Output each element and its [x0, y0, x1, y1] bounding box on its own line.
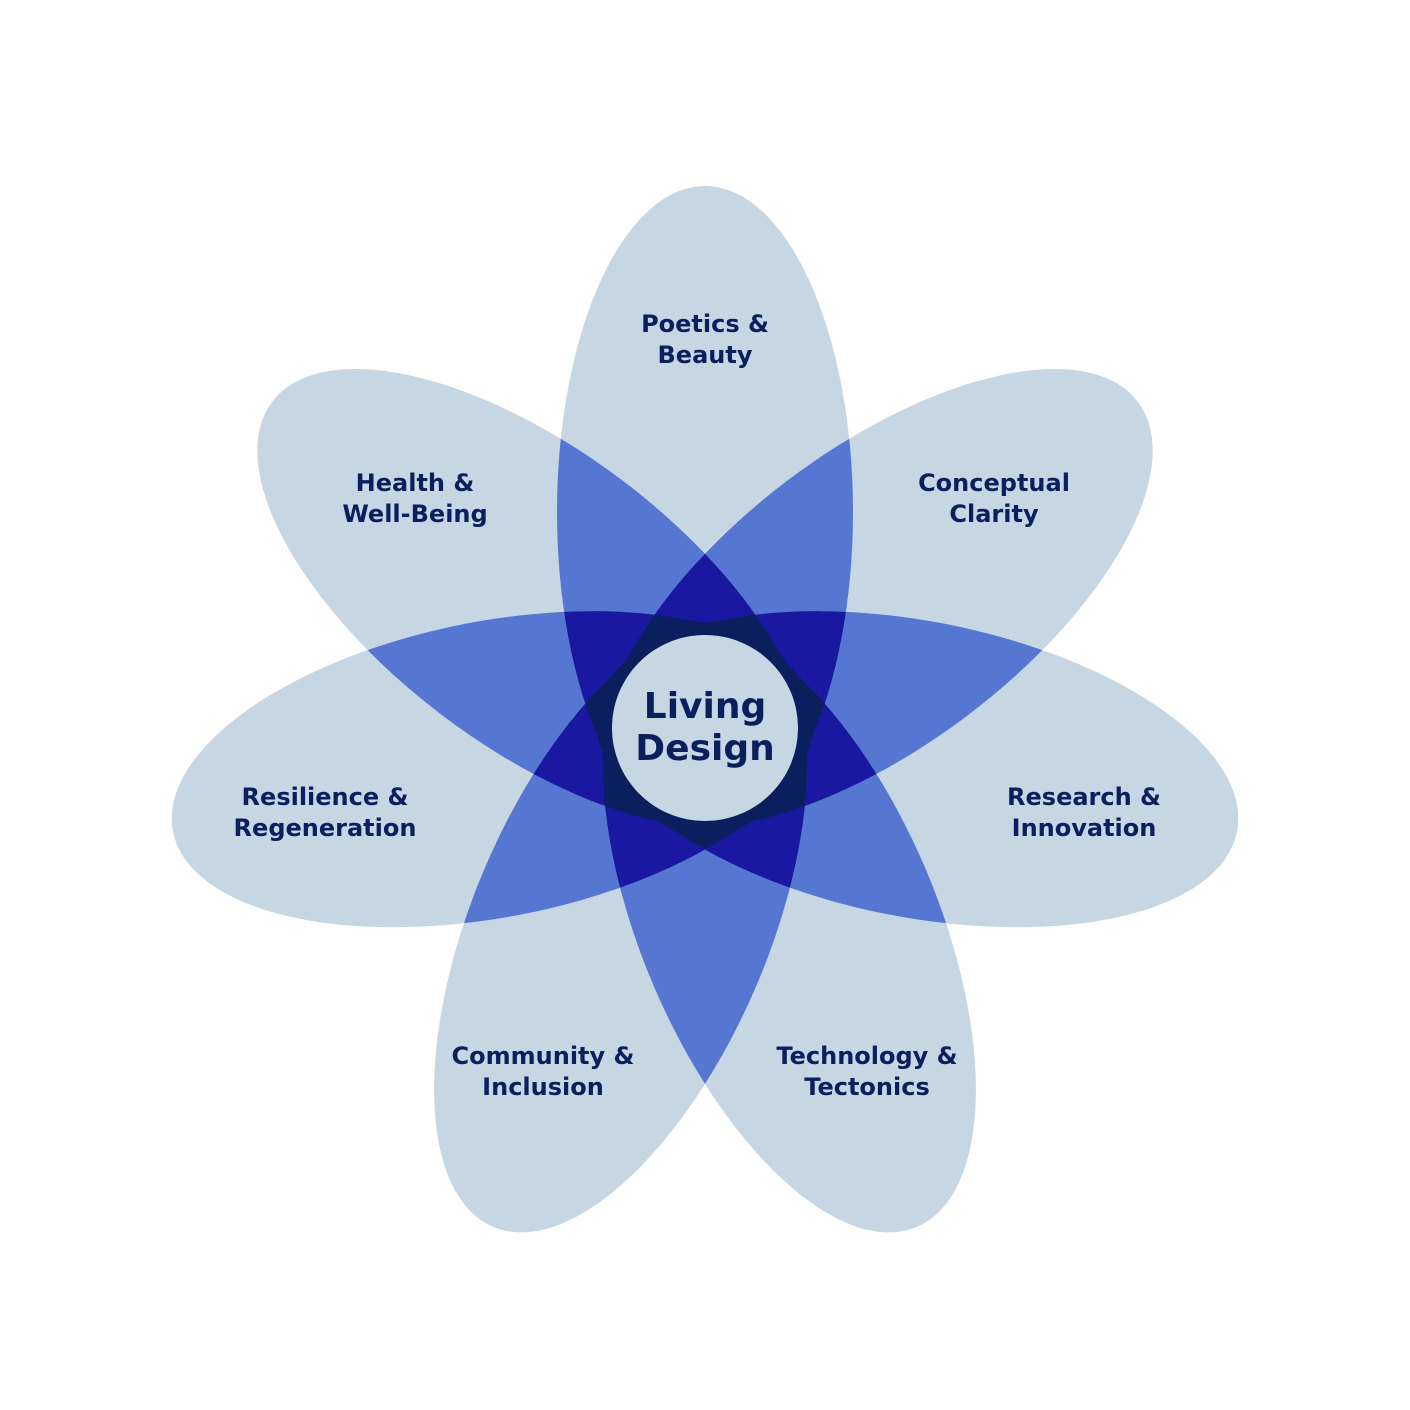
label-line: Poetics &: [641, 310, 769, 338]
petal-label-poetics-beauty: Poetics & Beauty: [641, 309, 769, 371]
petal-label-community-inclusion: Community & Inclusion: [452, 1041, 635, 1103]
label-line: Conceptual: [918, 469, 1070, 497]
center-circle: [612, 635, 798, 821]
label-line: Beauty: [657, 341, 753, 369]
petal-label-resilience-regeneration: Resilience & Regeneration: [234, 782, 417, 844]
center-label-line: Design: [635, 728, 775, 769]
petal-label-technology-tectonics: Technology & Tectonics: [776, 1041, 957, 1103]
petal-label-research-innovation: Research & Innovation: [1007, 782, 1161, 844]
petal-label-health-well-being: Health & Well-Being: [342, 468, 487, 530]
center-label-line: Living: [643, 686, 767, 727]
label-line: Tectonics: [804, 1073, 930, 1101]
label-line: Research &: [1007, 783, 1161, 811]
label-line: Clarity: [949, 500, 1039, 528]
label-line: Resilience &: [241, 783, 409, 811]
label-line: Community &: [451, 1042, 635, 1070]
label-line: Technology &: [776, 1042, 958, 1070]
label-line: Well-Being: [342, 500, 488, 528]
label-line: Inclusion: [482, 1073, 604, 1101]
label-line: Regeneration: [233, 814, 417, 842]
label-line: Health &: [355, 469, 475, 497]
label-line: Innovation: [1011, 814, 1157, 842]
